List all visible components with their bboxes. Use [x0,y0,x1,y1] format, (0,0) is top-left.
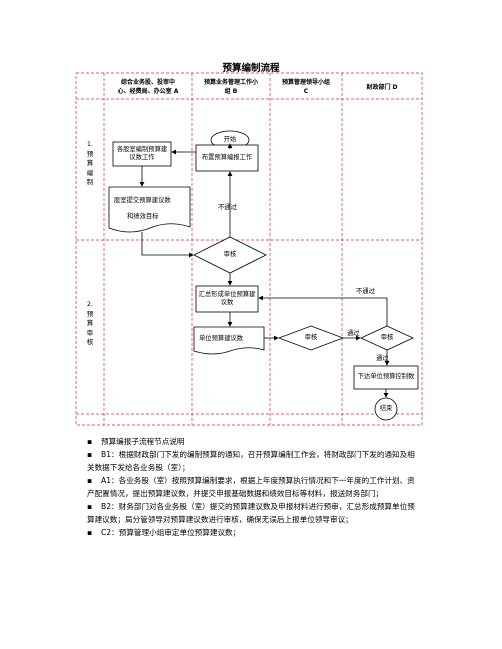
bullet-icon: ▪ [87,450,93,459]
review-d-label: 审核 [380,333,394,341]
column-header-c: 预算管理领导小组 C [270,76,342,98]
start-node-label: 开始 [223,135,237,143]
phase-label-1: 1. 预 算 编 制 [86,140,94,186]
a1-task-box [112,141,172,167]
review-c-label: 审核 [304,333,318,341]
unit-document-label: 单位预算建议数 [199,335,244,342]
b1-task-label: 布置预算编报工作 [201,153,253,161]
note-item: ▪预算编报子流程节点说明 [87,437,185,446]
phase-label-2: 2. 预 算 审 核 [86,300,94,346]
review1-label: 审核 [223,250,237,258]
bullet-icon: ▪ [87,476,93,485]
edge-label-fail1: 不通过 [218,204,237,211]
b1-task-box [195,144,259,172]
swimlane-outer-frame [75,72,423,426]
edge-label-pass1: 通过 [347,330,360,337]
connectors [139,143,390,398]
issue-label: 下达单位预算控制数 [357,373,415,381]
column-header-c-line1: 预算管理领导小组 [281,79,330,86]
page-title: 预算编制流程 [222,63,280,74]
a1-document-label-2: 和绩效目标 [127,213,159,220]
column-header-b-line2: 组 B [224,88,238,95]
swimlane-grid [75,72,423,426]
note-item: ▪B1：根据财政部门下发的编制预算的通知，召开预算编制工作会，将财政部门下发的通… [87,450,415,472]
column-header-a: 综合业务股、投审中心、经费局、办公室 A [104,76,192,98]
bullet-icon: ▪ [87,437,93,446]
a1-task-label: 各股室编制预算建议数工作 [116,145,168,162]
column-header-b-line1: 预算业务管理工作小 [203,79,258,86]
bullet-icon: ▪ [87,502,93,511]
summary-box [195,285,259,313]
note-item: ▪A1：各业务股（室）按照预算编制要求，根据上年度预算执行情况和下一年度的工作计… [87,476,415,498]
column-header-b: 预算业务管理工作小组 B [192,76,270,98]
end-node [374,397,398,421]
column-header-a-line1: 综合业务股、投审中 [120,79,175,86]
bullet-icon: ▪ [87,528,93,537]
end-node-label: 结束 [379,404,393,412]
review-c-diamond [277,325,345,351]
edge-label-fail2: 不通过 [356,288,375,295]
note-item: ▪C2：预算管理小组审定单位预算建议数； [87,528,241,537]
edge-doc-review1 [141,232,194,258]
column-header-c-line2: C [303,88,309,95]
note-item: ▪B2：财务部门对各业务股（室）提交的预算建议数及申报材料进行预审，汇总形成预算… [87,502,415,524]
column-header-d: 财政部门 D [342,76,422,98]
summary-label: 汇总形成单位预算建议数 [198,290,256,307]
notes-section: ▪预算编报子流程节点说明 ▪B1：根据财政部门下发的编制预算的通知，召开预算编制… [87,435,417,539]
edge-label-pass2: 通过 [376,355,389,362]
column-header-a-line2: 心、经费局、办公室 A [117,88,179,95]
unit-document-shape [193,326,265,355]
a1-document-shape [108,186,191,233]
edge-fail2 [258,295,388,326]
a1-document-label-1: 股室提交预算建议数 [114,197,171,204]
column-header-d-line1: 财政部门 D [366,83,398,91]
